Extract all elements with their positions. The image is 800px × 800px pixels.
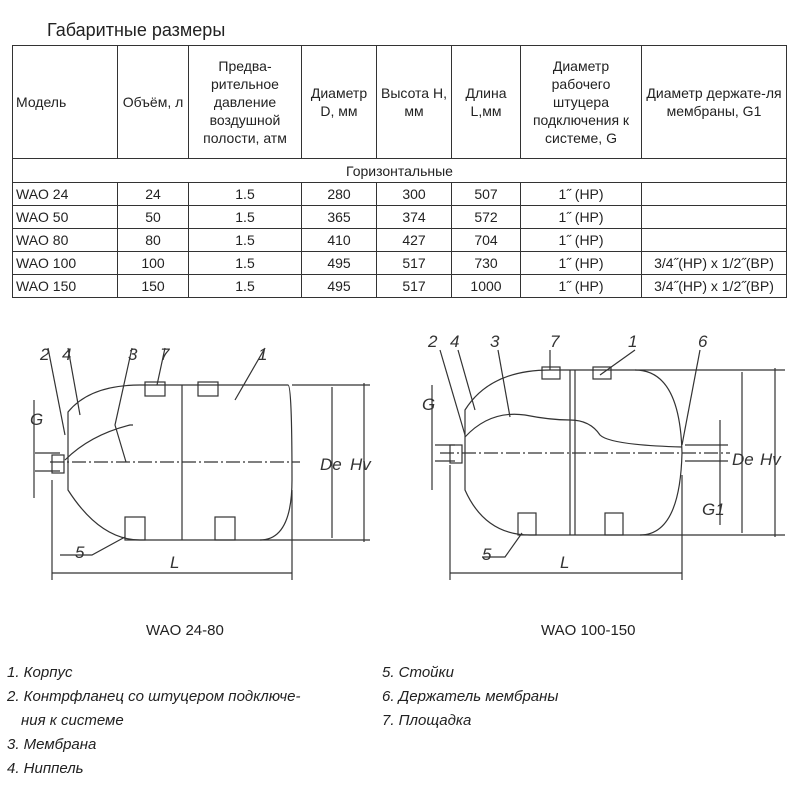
header-volume: Объём, л	[117, 45, 189, 159]
cell: 730	[451, 251, 521, 275]
cell: 300	[376, 182, 452, 206]
tank-drawing-wao-100-150: 2 4 3 7 1 6 5 G G1 De Hv L	[422, 332, 785, 580]
cell	[641, 205, 787, 229]
legend-item: 4. Ниппель	[7, 760, 84, 777]
label-g: G	[30, 410, 43, 429]
label-1: 1	[628, 332, 637, 351]
cell: WAO 80	[12, 228, 118, 252]
label-7: 7	[160, 345, 170, 364]
cell: 427	[376, 228, 452, 252]
label-hv: Hv	[350, 455, 372, 474]
cell: 100	[117, 251, 189, 275]
cell: 1˝ (НР)	[520, 205, 642, 229]
label-2: 2	[39, 345, 50, 364]
cell: WAO 150	[12, 274, 118, 298]
cell: 80	[117, 228, 189, 252]
header-height: Высота H, мм	[376, 45, 452, 159]
cell: 50	[117, 205, 189, 229]
cell: 1˝ (НР)	[520, 274, 642, 298]
header-pressure: Предва-рительное давление воздушной поло…	[188, 45, 302, 159]
label-4: 4	[62, 345, 71, 364]
cell: WAO 100	[12, 251, 118, 275]
legend-item: 1. Корпус	[7, 664, 73, 681]
legend-item: 6. Держатель мембраны	[382, 688, 559, 705]
caption-wao-24-80: WAO 24-80	[146, 622, 224, 639]
cell: WAO 24	[12, 182, 118, 206]
cell: 1˝ (НР)	[520, 251, 642, 275]
cell: 507	[451, 182, 521, 206]
label-g1: G1	[702, 500, 725, 519]
cell	[641, 182, 787, 206]
cell: 1.5	[188, 251, 302, 275]
legend-item: ния к системе	[21, 712, 124, 729]
label-3: 3	[128, 345, 138, 364]
cell	[641, 228, 787, 252]
label-5: 5	[482, 545, 492, 564]
legend-item: 2. Контрфланец со штуцером подключе-	[7, 688, 301, 705]
label-hv: Hv	[760, 450, 782, 469]
label-g: G	[422, 395, 435, 414]
label-4: 4	[450, 332, 459, 351]
cell: 150	[117, 274, 189, 298]
label-2: 2	[427, 332, 438, 351]
cell: 1000	[451, 274, 521, 298]
label-7: 7	[550, 332, 560, 351]
label-l: L	[560, 553, 569, 572]
cell: 572	[451, 205, 521, 229]
header-length: Длина L,мм	[451, 45, 521, 159]
cell: 1˝ (НР)	[520, 182, 642, 206]
table-header-row: Модель Объём, л Предва-рительное давлени…	[12, 45, 787, 159]
cell: 1˝ (НР)	[520, 228, 642, 252]
cell: 3/4˝(НР) x 1/2˝(ВР)	[641, 274, 787, 298]
cell: 410	[301, 228, 377, 252]
dimensions-table: Модель Объём, л Предва-рительное давлени…	[12, 45, 787, 298]
cell: 374	[376, 205, 452, 229]
header-diameter: Диаметр D, мм	[301, 45, 377, 159]
section-row: Горизонтальные	[12, 158, 787, 183]
header-connection: Диаметр рабочего штуцера подключения к с…	[520, 45, 642, 159]
legend-right: 5. Стойки 6. Держатель мембраны 7. Площа…	[382, 661, 558, 733]
caption-wao-100-150: WAO 100-150	[541, 622, 636, 639]
tank-drawing-wao-24-80: 2 4 3 7 1 5 G De Hv L	[30, 345, 372, 580]
label-l: L	[170, 553, 179, 572]
cell: 495	[301, 274, 377, 298]
cell: 1.5	[188, 182, 302, 206]
cell: 495	[301, 251, 377, 275]
cell: 1.5	[188, 205, 302, 229]
cell: 517	[376, 274, 452, 298]
label-5: 5	[75, 543, 85, 562]
cell: 365	[301, 205, 377, 229]
cell: 704	[451, 228, 521, 252]
label-de: De	[320, 455, 342, 474]
label-de: De	[732, 450, 754, 469]
label-3: 3	[490, 332, 500, 351]
header-membrane-holder: Диаметр держате-ля мембраны, G1	[641, 45, 787, 159]
cell: 1.5	[188, 228, 302, 252]
cell: 280	[301, 182, 377, 206]
legend-item: 7. Площадка	[382, 712, 472, 729]
cell: 517	[376, 251, 452, 275]
legend-item: 3. Мембрана	[7, 736, 97, 753]
cell: 24	[117, 182, 189, 206]
legend-item: 5. Стойки	[382, 664, 454, 681]
section-title: Габаритные размеры	[47, 20, 226, 40]
label-6: 6	[698, 332, 708, 351]
label-1: 1	[258, 345, 267, 364]
header-model: Модель	[12, 45, 118, 159]
cell: 3/4˝(НР) x 1/2˝(ВР)	[641, 251, 787, 275]
cell: WAO 50	[12, 205, 118, 229]
legend-left: 1. Корпус 2. Контрфланец со штуцером под…	[7, 661, 300, 781]
cell: 1.5	[188, 274, 302, 298]
